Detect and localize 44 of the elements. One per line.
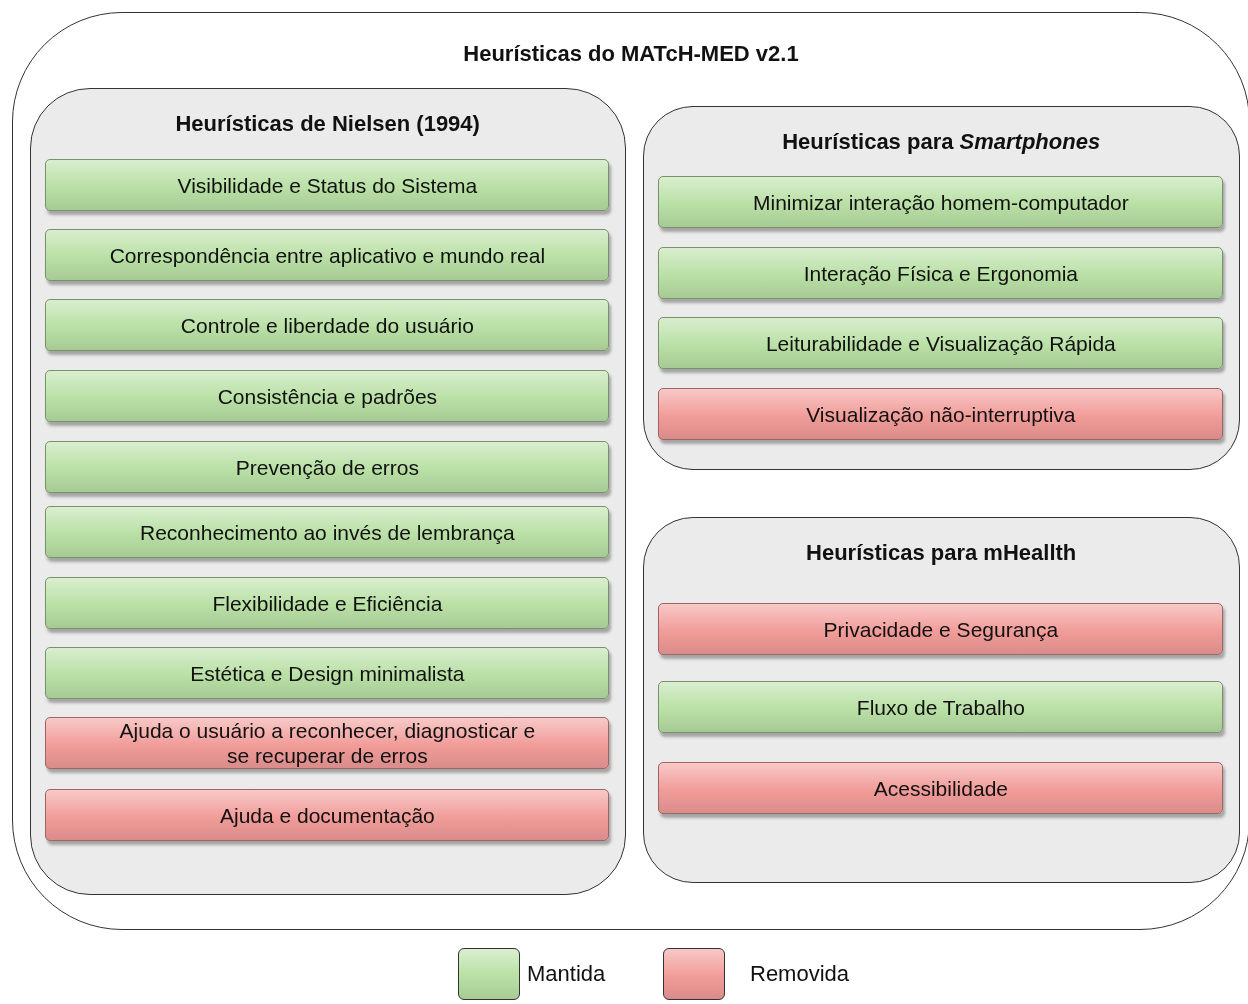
- group-heading: Heurísticas para mHeallth: [806, 539, 1077, 566]
- heuristic-label: Ajuda o usuário a reconhecer, diagnosticar e se recuperar de erros: [118, 718, 537, 769]
- heuristic-label: Minimizar interação homem-computador: [752, 189, 1129, 215]
- heuristic-box: [45, 789, 610, 842]
- heuristic-box: [45, 717, 610, 770]
- heuristic-box: [658, 388, 1224, 441]
- heuristic-box: [45, 299, 610, 352]
- heuristic-box: [658, 247, 1224, 300]
- heuristic-box: [658, 176, 1224, 229]
- heuristic-box: [658, 603, 1224, 656]
- heuristic-label: Fluxo de Trabalho: [856, 694, 1025, 720]
- heuristic-label: Correspondência entre aplicativo e mundo real: [109, 242, 546, 268]
- legend-label: Mantida: [527, 961, 606, 987]
- group-panel: [642, 105, 1240, 470]
- heuristic-box: [45, 229, 610, 282]
- heuristic-label: Consistência e padrões: [217, 383, 438, 409]
- outer-container: [12, 12, 1248, 930]
- heuristic-label: Estética e Design minimalista: [190, 660, 465, 686]
- heuristic-label: Privacidade e Segurança: [823, 616, 1059, 642]
- group-panel: [29, 87, 626, 895]
- heuristic-box: [45, 441, 610, 494]
- group-panel: [642, 516, 1240, 883]
- legend-label: Removida: [750, 961, 850, 987]
- group-heading: Heurísticas do MATcH-MED v2.1: [463, 41, 799, 67]
- heuristic-box: [658, 681, 1224, 734]
- heuristic-box: [45, 647, 610, 700]
- heuristic-label: Acessibilidade: [873, 775, 1008, 801]
- heuristic-box: [658, 762, 1224, 815]
- heuristic-label: Leiturabilidade e Visualização Rápida: [765, 330, 1116, 356]
- heuristic-box: [45, 370, 610, 423]
- heuristic-box: [45, 506, 610, 559]
- heuristic-label: Flexibilidade e Eficiência: [212, 590, 443, 616]
- group-heading: Heurísticas de Nielsen (1994): [175, 110, 480, 137]
- heuristic-label: Interação Física e Ergonomia: [803, 260, 1079, 286]
- heuristic-box: [658, 317, 1224, 370]
- heuristic-label: Visualização não-interruptiva: [806, 401, 1076, 427]
- group-heading: Heurísticas para Smartphones: [782, 128, 1101, 155]
- heuristic-label: Controle e liberdade do usuário: [180, 312, 474, 338]
- heuristic-box: [45, 159, 610, 212]
- heuristic-box: [45, 577, 610, 630]
- heuristic-label: Visibilidade e Status do Sistema: [177, 172, 478, 198]
- heuristic-label: Reconhecimento ao invés de lembrança: [140, 519, 515, 545]
- heuristic-label: Prevenção de erros: [235, 454, 419, 480]
- heuristic-label: Ajuda e documentação: [219, 802, 435, 828]
